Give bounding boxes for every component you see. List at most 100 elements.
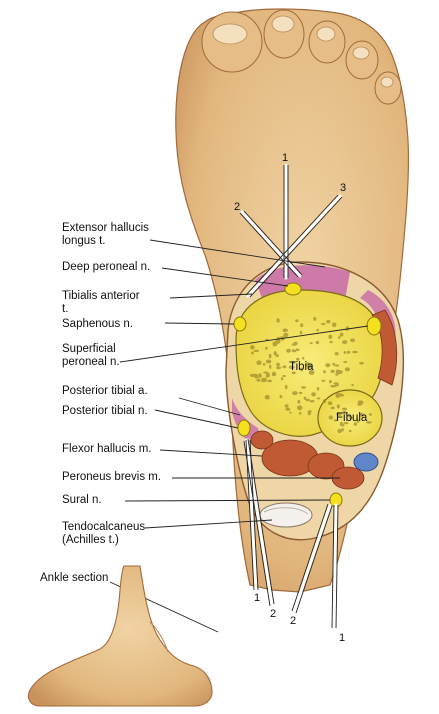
label-tibialis-anterior: Tibialis anterior t. — [62, 290, 140, 316]
bone-pore — [343, 361, 348, 363]
bone-pore — [309, 342, 313, 345]
label-extensor-hallucis-line2: longus t. — [62, 235, 106, 247]
label-flexor-hallucis: Flexor hallucis m. — [62, 443, 152, 455]
bone-pore — [342, 340, 348, 345]
bone-pore — [271, 371, 277, 377]
bone-pore — [262, 363, 266, 366]
bone-pore — [336, 404, 340, 409]
bone-pore — [302, 356, 305, 360]
bone-pore — [256, 360, 262, 366]
label-posterior-tibial-artery: Posterior tibial a. — [62, 385, 148, 397]
bone-pore — [325, 363, 331, 368]
nerves — [233, 282, 382, 508]
bone-pore — [330, 406, 335, 410]
bone-pore — [261, 380, 267, 383]
bone-pore — [359, 400, 364, 405]
bone-pore — [345, 326, 350, 331]
bone-pore — [336, 412, 342, 417]
needle-2-bottom-right — [292, 503, 332, 614]
bone-pore — [346, 350, 351, 354]
bone-pore — [341, 407, 348, 411]
bone-pore — [283, 332, 289, 338]
bone-pore — [297, 405, 303, 411]
bone-pore — [275, 354, 280, 357]
bone-pore — [368, 413, 373, 416]
bone-pore — [316, 397, 321, 400]
superficial-peroneal-nerve — [366, 316, 382, 336]
bone-pore — [321, 379, 326, 382]
label-sural: Sural n. — [62, 494, 102, 506]
label-superficial-peroneal: Superficial peroneal n. — [62, 343, 120, 369]
bone-pore — [350, 338, 356, 343]
bone-pore — [341, 424, 345, 427]
label-tendocalcaneus: Tendocalcaneus (Achilles t.) — [62, 521, 145, 547]
bone-pore — [300, 323, 304, 328]
bone-pore — [356, 419, 360, 424]
label-tibia: Tibia — [289, 361, 314, 373]
bone-pore — [263, 371, 269, 374]
bone-pore — [296, 357, 300, 361]
bone-pore — [359, 361, 364, 365]
needle-number-top-2: 2 — [234, 201, 241, 213]
bone-pore — [352, 350, 358, 354]
bone-pore — [315, 340, 320, 345]
label-superficial-peroneal-line1: Superficial — [62, 343, 116, 355]
bone-pore — [335, 393, 341, 398]
bone-pore — [358, 412, 365, 417]
bone-pore — [292, 391, 298, 396]
deep-peroneal-nerve — [284, 282, 302, 296]
bone-pore — [322, 399, 326, 404]
bone-pore — [276, 362, 280, 367]
bone-pore — [300, 367, 303, 372]
bone-pore — [258, 373, 262, 378]
needle-number-bottom-2a: 2 — [270, 608, 277, 620]
label-saphenous: Saphenous n. — [62, 318, 133, 330]
bone-pore — [332, 322, 337, 328]
bone-pore — [328, 415, 333, 420]
bone-pore — [348, 429, 352, 433]
bone-pore — [249, 373, 256, 377]
bone-pore — [307, 411, 311, 416]
bone-pore — [297, 399, 301, 404]
bone-pore — [330, 384, 336, 388]
bone-pore — [295, 319, 299, 323]
bone-pore — [251, 351, 254, 355]
needle-1-bottom-right — [332, 503, 338, 630]
bone-pore — [285, 407, 291, 411]
bone-pore — [310, 369, 313, 372]
bone-pore — [343, 421, 349, 425]
bone-pore — [341, 428, 344, 432]
bone-pore — [279, 395, 283, 399]
label-extensor-hallucis-line1: Extensor hallucis — [62, 222, 149, 234]
bone-pore — [365, 421, 372, 424]
bone-pore — [333, 382, 339, 385]
label-peroneus-brevis: Peroneus brevis m. — [62, 471, 162, 483]
bone-pore — [250, 345, 255, 350]
ankle-cross-section — [225, 261, 405, 541]
bone-pore — [280, 377, 284, 381]
bone-pore — [256, 378, 261, 382]
bone-pores — [249, 316, 373, 434]
toenails — [212, 15, 394, 88]
needle-number-top-3: 3 — [340, 182, 347, 194]
bone-pore — [341, 411, 348, 415]
bone-pore — [268, 353, 272, 359]
bone-pore — [334, 364, 340, 367]
label-tendocalcaneus-line1: Tendocalcaneus — [62, 521, 146, 533]
bone-pore — [284, 404, 289, 408]
bone-pore — [305, 398, 311, 402]
bone-pore — [347, 414, 351, 418]
bone-pore — [276, 318, 280, 323]
bone-pore — [291, 343, 297, 346]
bone-pore — [265, 346, 268, 350]
bone-pore — [276, 366, 282, 370]
peroneal-artery — [353, 452, 379, 472]
bone-pore — [337, 428, 342, 434]
needle-number-bottom-1a: 1 — [254, 592, 261, 604]
bone-pore — [307, 364, 313, 369]
bone-pore — [272, 341, 276, 347]
bone-pore — [313, 316, 317, 321]
bone-pore — [301, 386, 307, 389]
bone-pore — [264, 394, 270, 400]
bone-pore — [323, 370, 326, 374]
